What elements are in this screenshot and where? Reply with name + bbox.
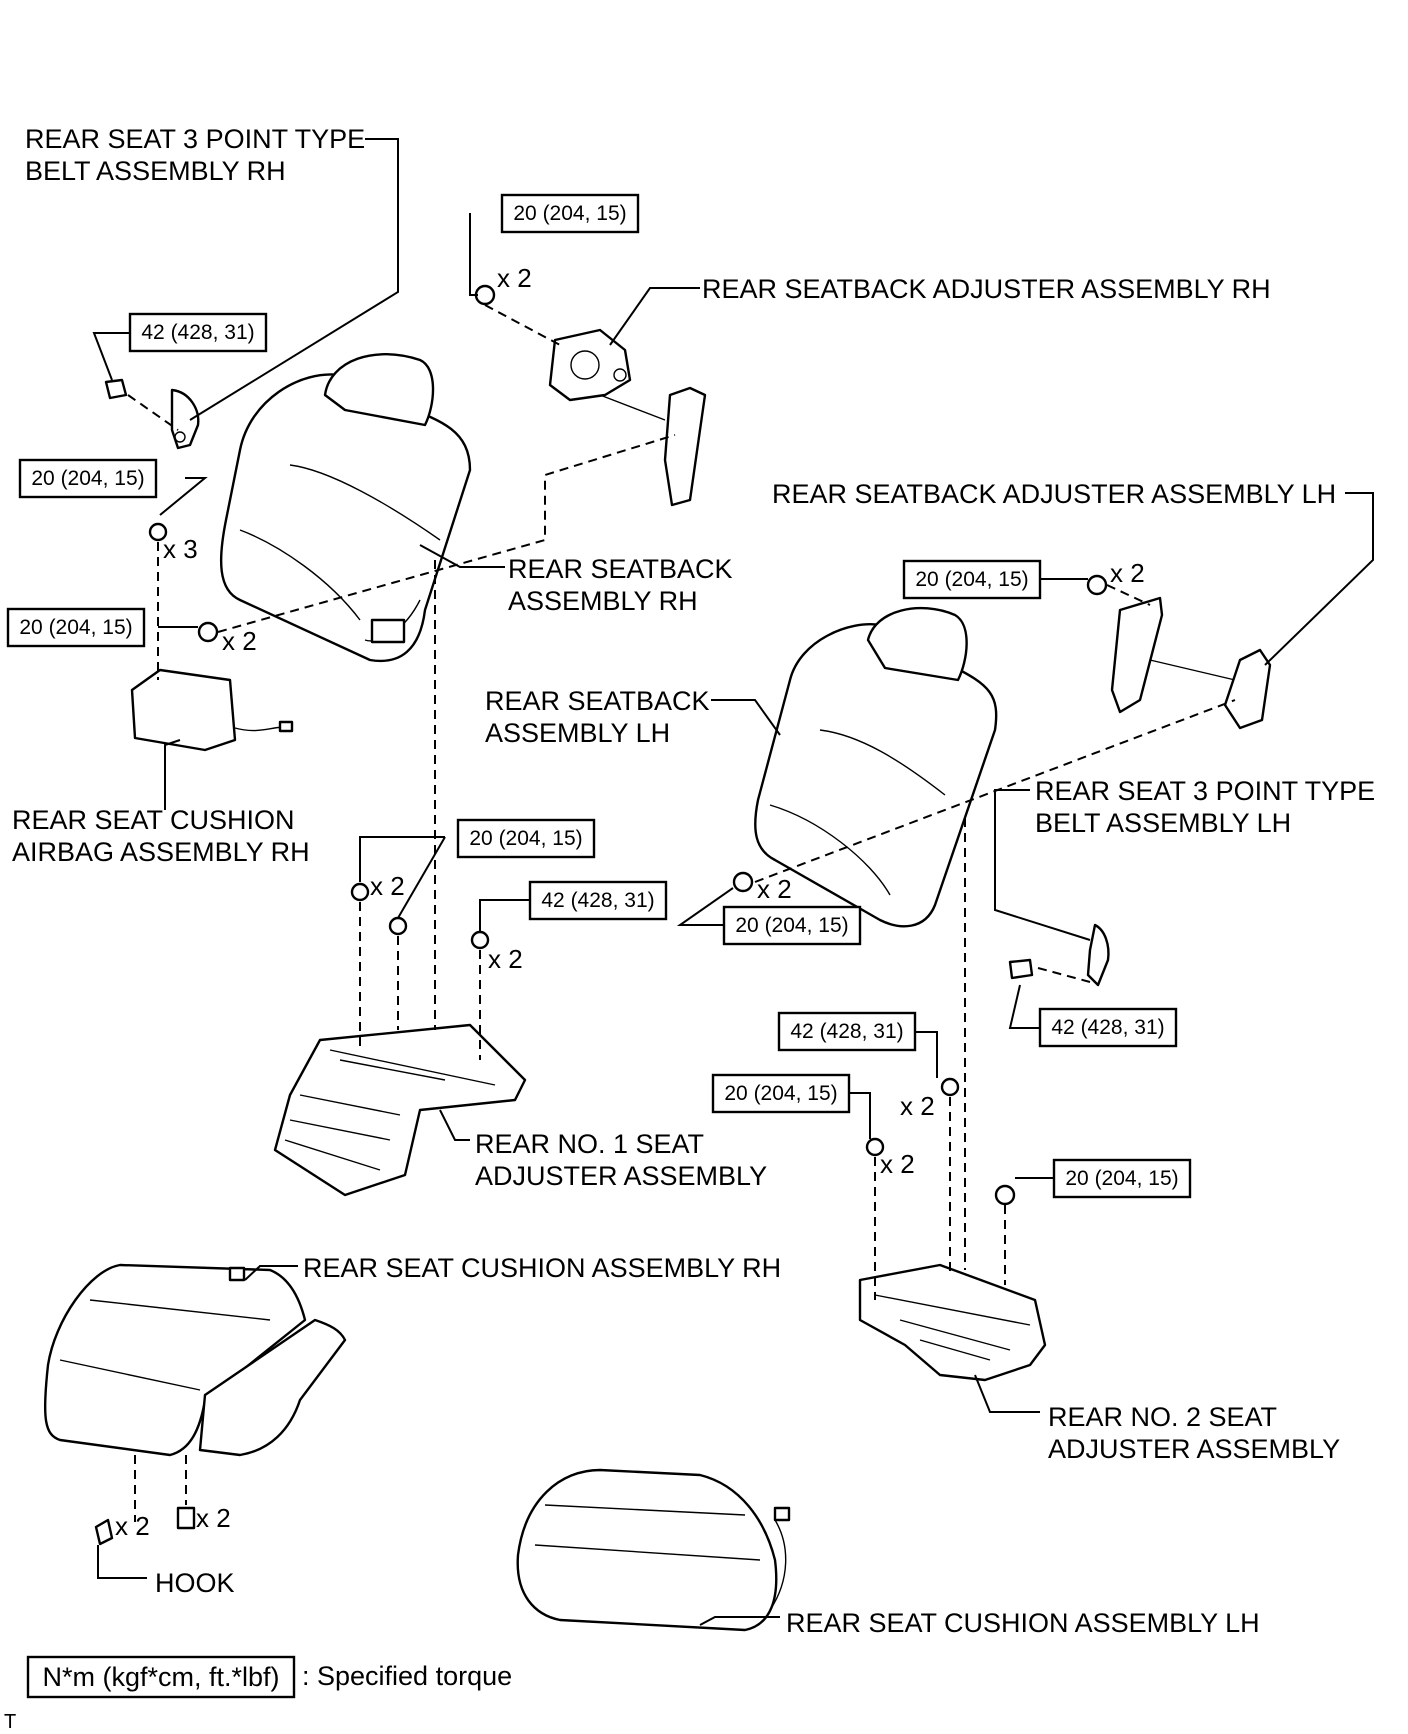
legend-unit: N*m (kgf*cm, ft.*lbf): [42, 1662, 279, 1692]
torque-value-t12: 20 (204, 15): [1065, 1167, 1178, 1190]
quantity-q7: x 2: [757, 874, 792, 904]
torque-box-t2: [128, 312, 268, 353]
quantity-markers: x 2 x 3 x 2 x 2 x 2 x 2 x 2 x 2 x 2 x 2 …: [115, 263, 1145, 1541]
rear-seat-cushion-lh-drawing: [516, 1468, 791, 1632]
label-airbag-rh-line2: AIRBAG ASSEMBLY RH: [12, 837, 310, 867]
label-seat-adjuster-2-line2: ADJUSTER ASSEMBLY: [1048, 1434, 1340, 1464]
quantity-q11: x 2: [196, 1503, 231, 1533]
legend-unit-box: [26, 1655, 296, 1699]
torque-box-t7: [528, 880, 668, 921]
legend-text: : Specified torque: [302, 1661, 512, 1691]
hook-and-clip-drawing: [94, 1506, 196, 1546]
seat-belt-lh-drawing: [1008, 923, 1110, 987]
torque-box-t5: [902, 559, 1042, 600]
label-seat-adjuster-1-line2: ADJUSTER ASSEMBLY: [475, 1161, 767, 1191]
rear-seatback-adjuster-rh-drawing: [548, 328, 707, 507]
torque-box-t4: [6, 607, 146, 648]
label-airbag-rh-line1: REAR SEAT CUSHION: [12, 805, 295, 835]
rear-no1-seat-adjuster-drawing: [273, 1023, 527, 1197]
rear-seatback-lh-drawing: [754, 607, 998, 928]
quantity-q6: x 2: [488, 944, 523, 974]
label-hook: HOOK: [155, 1568, 235, 1598]
label-belt-lh-line1: REAR SEAT 3 POINT TYPE: [1035, 776, 1375, 806]
torque-value-t7: 42 (428, 31): [541, 889, 654, 912]
label-seatback-lh-line1: REAR SEATBACK: [485, 686, 710, 716]
quantity-q3: x 2: [222, 626, 257, 656]
quantity-q9: x 2: [880, 1149, 915, 1179]
label-belt-rh-line1: REAR SEAT 3 POINT TYPE: [25, 124, 365, 154]
label-belt-rh-line2: BELT ASSEMBLY RH: [25, 156, 286, 186]
torque-boxes: 20 (204, 15) 42 (428, 31) 20 (204, 15) 2…: [6, 193, 1192, 1199]
quantity-q4: x 2: [1110, 558, 1145, 588]
torque-value-t8: 20 (204, 15): [735, 914, 848, 937]
torque-legend: N*m (kgf*cm, ft.*lbf) : Specified torque: [26, 1655, 512, 1699]
label-seatback-lh-line2: ASSEMBLY LH: [485, 718, 670, 748]
quantity-q1: x 2: [497, 263, 532, 293]
label-cushion-lh: REAR SEAT CUSHION ASSEMBLY LH: [786, 1608, 1260, 1638]
torque-box-t10: [777, 1011, 917, 1052]
fasteners: [148, 284, 1108, 1206]
torque-value-t5: 20 (204, 15): [915, 568, 1028, 591]
rear-seatback-rh-drawing: [219, 353, 472, 663]
label-seatback-rh-line2: ASSEMBLY RH: [508, 586, 698, 616]
part-labels: REAR SEAT 3 POINT TYPE BELT ASSEMBLY RH …: [12, 124, 1375, 1638]
torque-value-t10: 42 (428, 31): [790, 1020, 903, 1043]
torque-value-t11: 20 (204, 15): [724, 1082, 837, 1105]
quantity-q8: x 2: [900, 1091, 935, 1121]
label-belt-lh-line2: BELT ASSEMBLY LH: [1035, 808, 1291, 838]
quantity-q5: x 2: [370, 871, 405, 901]
label-adjuster-lh: REAR SEATBACK ADJUSTER ASSEMBLY LH: [772, 479, 1336, 509]
torque-box-t11: [711, 1073, 851, 1114]
quantity-q10: x 2: [115, 1511, 150, 1541]
torque-value-t9: 42 (428, 31): [1051, 1016, 1164, 1039]
leader-lines: [92, 138, 1374, 1626]
torque-value-t6: 20 (204, 15): [469, 827, 582, 850]
label-cushion-rh: REAR SEAT CUSHION ASSEMBLY RH: [303, 1253, 781, 1283]
torque-box-t12: [1052, 1158, 1192, 1199]
torque-box-t9: [1038, 1007, 1178, 1048]
torque-value-t4: 20 (204, 15): [19, 616, 132, 639]
torque-value-t3: 20 (204, 15): [31, 467, 144, 490]
seat-belt-rh-drawing: [104, 378, 200, 450]
airbag-rh-drawing: [130, 668, 294, 752]
rear-seat-cushion-rh-drawing: [43, 1263, 347, 1457]
torque-box-t1: [500, 193, 640, 234]
quantity-q2: x 3: [163, 534, 198, 564]
torque-value-t1: 20 (204, 15): [513, 202, 626, 225]
label-seat-adjuster-2-line1: REAR NO. 2 SEAT: [1048, 1402, 1277, 1432]
torque-box-t6: [456, 818, 596, 859]
rear-seatback-adjuster-lh-drawing: [1110, 596, 1272, 730]
torque-value-t2: 42 (428, 31): [141, 321, 254, 344]
torque-box-t3: [18, 458, 158, 499]
assembly-dashed-lines: [127, 304, 1236, 1522]
label-seatback-rh-line1: REAR SEATBACK: [508, 554, 733, 584]
rear-no2-seat-adjuster-drawing: [858, 1263, 1047, 1382]
corner-mark: T: [4, 1711, 16, 1733]
label-seat-adjuster-1-line1: REAR NO. 1 SEAT: [475, 1129, 704, 1159]
torque-box-t8: [722, 905, 862, 946]
label-adjuster-rh: REAR SEATBACK ADJUSTER ASSEMBLY RH: [702, 274, 1271, 304]
